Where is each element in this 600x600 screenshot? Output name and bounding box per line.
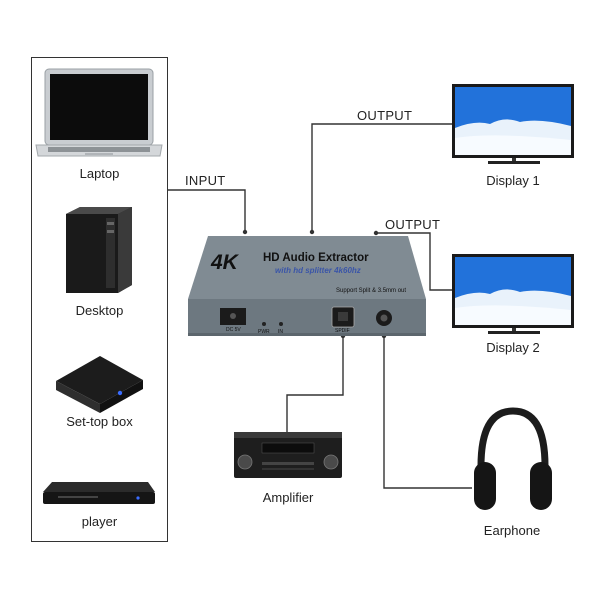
desktop-icon [66, 207, 132, 293]
output-2-label: OUTPUT [385, 217, 441, 232]
output1-wire [311, 123, 452, 232]
set-top-box-icon [56, 356, 143, 413]
output-1-label: OUTPUT [357, 108, 413, 123]
player-icon [43, 482, 155, 504]
device-support-text: Support Split & 3.5mm out [336, 288, 407, 294]
display-1-label: Display 1 [486, 173, 540, 188]
set-top-box-label: Set-top box [66, 414, 133, 429]
optical-port-label: SPDIF [335, 328, 350, 334]
amplifier-wire [286, 335, 344, 432]
amplifier-label: Amplifier [262, 490, 314, 505]
device-4k-label: 4K [211, 251, 238, 274]
device-title: HD Audio Extractor [263, 252, 369, 264]
device-subtitle: with hd splitter 4k60hz [275, 266, 361, 275]
dc-port-label: DC 5V [226, 327, 241, 333]
in-led-label: IN [278, 329, 283, 335]
input-label: INPUT [185, 173, 226, 188]
earphone-icon [474, 407, 552, 510]
amplifier-icon [234, 432, 342, 478]
display-2-label: Display 2 [486, 340, 540, 355]
earphone-label: Earphone [483, 523, 541, 538]
audio-extractor-device [188, 236, 426, 336]
earphone-wire [383, 335, 472, 489]
pwr-led-label: PWR [258, 329, 270, 335]
player-label: player [81, 514, 118, 529]
desktop-label: Desktop [75, 303, 124, 318]
laptop-icon [35, 68, 163, 157]
display-1-icon [452, 84, 574, 164]
laptop-label: Laptop [79, 166, 120, 181]
input-wire [168, 189, 246, 232]
display-2-icon [452, 254, 574, 334]
